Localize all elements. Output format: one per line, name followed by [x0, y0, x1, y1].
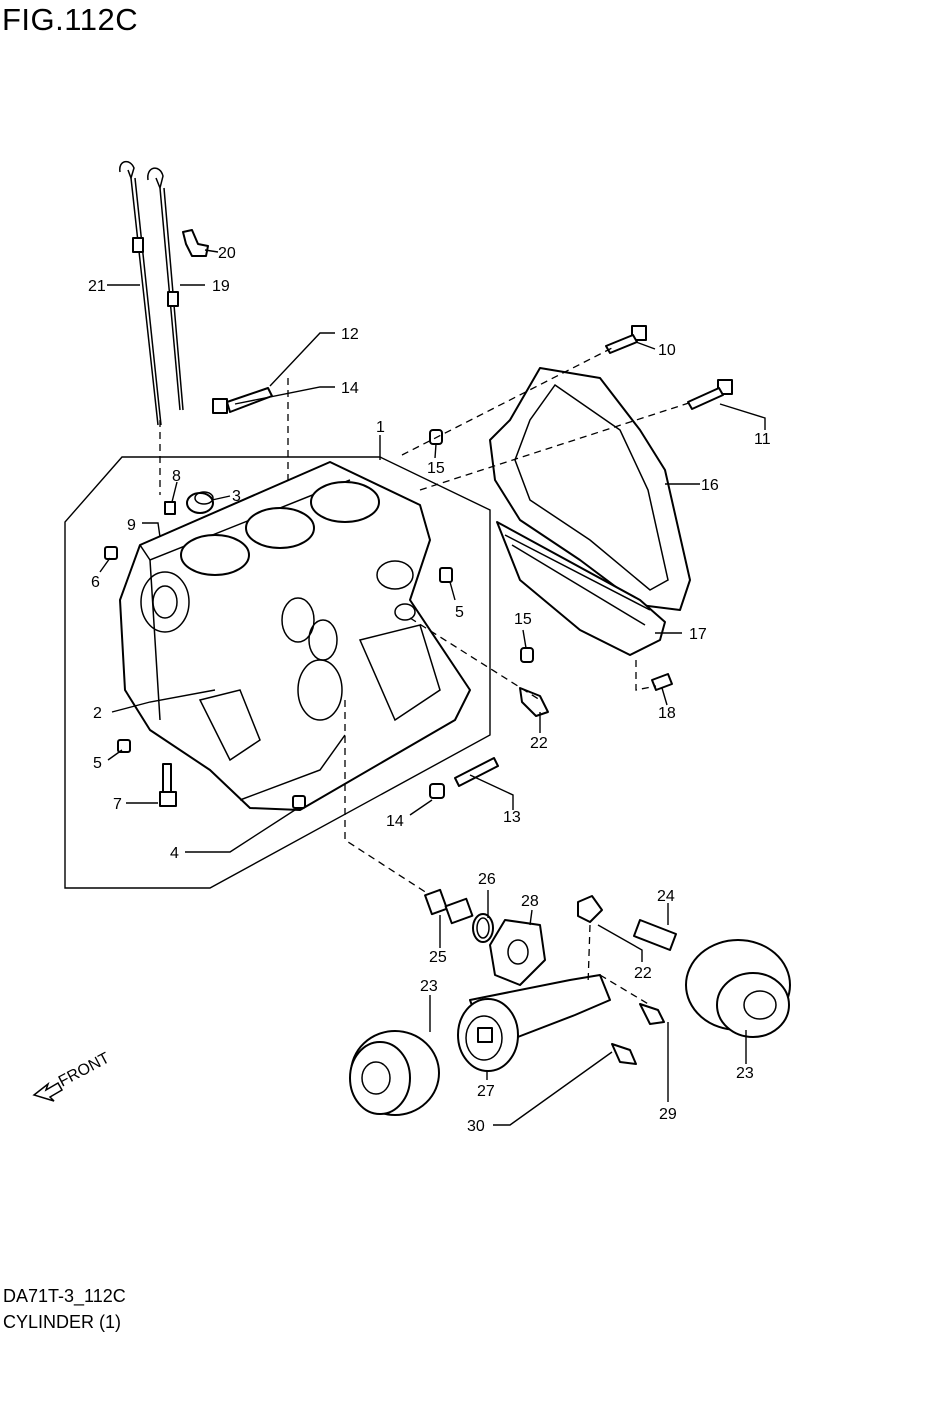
callout-30: 30 [467, 1118, 485, 1135]
dowel-15-low [520, 647, 534, 663]
callout-23-left: 23 [420, 978, 438, 995]
cap-3 [186, 491, 214, 514]
callout-3: 3 [232, 488, 241, 505]
callout-29: 29 [659, 1106, 677, 1123]
callout-15-upper: 15 [427, 460, 445, 477]
callout-numbers: 1 2 3 4 5 5 6 7 8 9 10 11 12 13 14 14 15… [88, 245, 771, 1135]
callout-13: 13 [503, 809, 521, 826]
callout-6: 6 [91, 574, 100, 591]
callout-5-right: 5 [455, 604, 464, 621]
plug-8 [164, 501, 176, 515]
gasket-17 [496, 521, 666, 656]
cylinder-block [119, 461, 471, 811]
callout-23-right: 23 [736, 1065, 754, 1082]
callout-20: 20 [218, 245, 236, 262]
bolt-10 [605, 325, 647, 354]
callout-16: 16 [701, 477, 719, 494]
figure-name: CYLINDER (1) [3, 1312, 122, 1332]
callout-22-upper: 22 [530, 735, 548, 752]
callout-5-left: 5 [93, 755, 102, 772]
dipstick-19 [147, 167, 184, 411]
plug-5-left [117, 739, 131, 753]
callout-1: 1 [376, 419, 385, 436]
filter-stand-27 [457, 974, 611, 1072]
front-label: FRONT [56, 1050, 113, 1091]
bolt-11 [687, 379, 733, 410]
plug-6 [104, 546, 118, 560]
callout-9: 9 [127, 517, 136, 534]
plug-14-low [429, 783, 445, 799]
bolt-12 [212, 387, 273, 414]
callout-26: 26 [478, 871, 496, 888]
leader-lines [99, 249, 766, 1126]
callout-25: 25 [429, 949, 447, 966]
cylinder-block-frame [64, 456, 491, 889]
callout-22-lower: 22 [634, 965, 652, 982]
callout-21: 21 [88, 278, 106, 295]
dipstick-21 [119, 160, 162, 426]
drain-bolt-7 [159, 763, 177, 807]
callout-24: 24 [657, 888, 675, 905]
callout-4: 4 [170, 845, 179, 862]
callout-2: 2 [93, 705, 102, 722]
plug-4 [292, 795, 306, 809]
callout-17: 17 [689, 626, 707, 643]
switch-22-upper [519, 687, 549, 717]
o-ring-26 [472, 913, 494, 943]
callout-14-lower: 14 [386, 813, 404, 830]
switch-22-lower [577, 895, 603, 923]
gasket-28 [489, 919, 546, 986]
callout-12: 12 [341, 326, 359, 343]
bolt-18 [651, 673, 673, 691]
union-24 [633, 919, 677, 951]
bolt-13 [454, 757, 499, 787]
clamp-20 [182, 229, 209, 257]
oil-filter-23-right [685, 939, 791, 1038]
figure-title: FIG.112C [2, 2, 139, 37]
plug-5-right [439, 567, 453, 583]
callout-15-lower: 15 [514, 611, 532, 628]
bolt-30 [611, 1043, 637, 1065]
bolt-29 [639, 1003, 665, 1025]
callout-8: 8 [172, 468, 181, 485]
front-arrow-icon [32, 1081, 64, 1102]
callout-27: 27 [477, 1083, 495, 1100]
callout-11: 11 [754, 431, 771, 448]
figure-code: DA71T-3_112C [3, 1286, 126, 1306]
union-bolt-25 [424, 888, 474, 925]
callout-14-upper: 14 [341, 380, 359, 397]
oil-filter-23-left [349, 1030, 440, 1116]
callout-10: 10 [658, 342, 676, 359]
callout-7: 7 [113, 796, 122, 813]
callout-18: 18 [658, 705, 676, 722]
callout-19: 19 [212, 278, 230, 295]
callout-28: 28 [521, 893, 539, 910]
